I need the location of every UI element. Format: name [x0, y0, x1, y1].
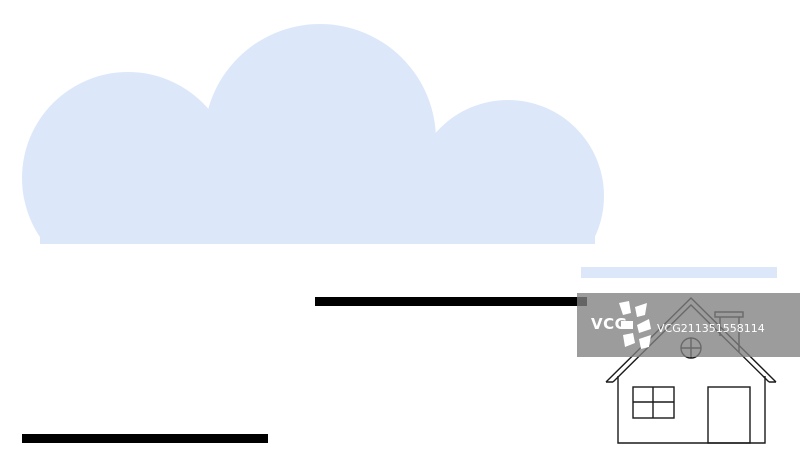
watermark: VCG VCG211351558114	[577, 293, 800, 357]
bottom-black-line	[22, 434, 268, 443]
middle-black-line	[315, 297, 587, 306]
watermark-id: VCG211351558114	[657, 322, 765, 335]
watermark-logo: VCG	[591, 315, 628, 333]
light-blue-strip	[581, 267, 777, 278]
cloud-icon	[22, 24, 604, 244]
vcg-mark-icon	[619, 301, 651, 349]
